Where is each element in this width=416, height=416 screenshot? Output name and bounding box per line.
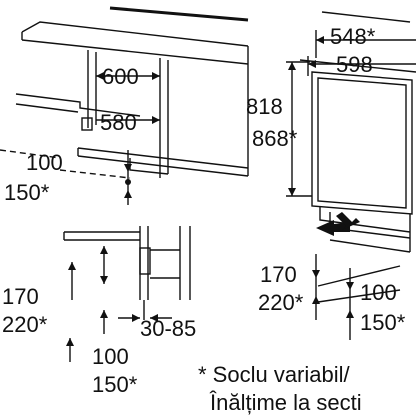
dim-170-label-left: 170 bbox=[2, 284, 39, 309]
dim-30-85-label: 30-85 bbox=[140, 316, 196, 341]
dim-170-label-right: 170 bbox=[260, 262, 297, 287]
appliance-body bbox=[311, 71, 413, 215]
dim-100-label-right: 100 bbox=[360, 280, 397, 305]
footnote-line-2: Înălțime la secti bbox=[209, 390, 362, 415]
dim-100-label-bottom: 100 bbox=[92, 344, 129, 369]
dim-150-label-right: 150* bbox=[360, 310, 406, 335]
bracket-block bbox=[81, 117, 93, 131]
dim-600-label: 600 bbox=[102, 64, 139, 89]
dim-818-label: 818 bbox=[246, 94, 283, 119]
dim-598-label: 598 bbox=[336, 52, 373, 77]
plinth-detail-bottom-left: 170 220* 30-85 100 150* bbox=[2, 226, 196, 397]
dim-548-label: 548* bbox=[330, 24, 376, 49]
appliance-door bbox=[317, 77, 407, 209]
dim-150-label-bottom: 150* bbox=[92, 372, 138, 397]
dim-100-label: 100 bbox=[26, 150, 63, 175]
dim-868-label: 868* bbox=[252, 126, 298, 151]
dim-220-label-right: 220* bbox=[258, 290, 304, 315]
airflow-out-arrow bbox=[336, 212, 360, 230]
dim-150-label: 150* bbox=[4, 180, 50, 205]
footnote-line-1: * Soclu variabil/ bbox=[198, 362, 351, 387]
airflow-in-arrow bbox=[316, 220, 350, 236]
dim-220-label-left: 220* bbox=[2, 312, 48, 337]
appliance-front-view: 548* 598 818 868* 170 220* 100 150* bbox=[246, 11, 416, 340]
cabinet-section-top-left: 600 580 100 150* bbox=[0, 6, 249, 205]
dim-580-label: 580 bbox=[100, 110, 137, 135]
plinth-block bbox=[139, 247, 151, 275]
